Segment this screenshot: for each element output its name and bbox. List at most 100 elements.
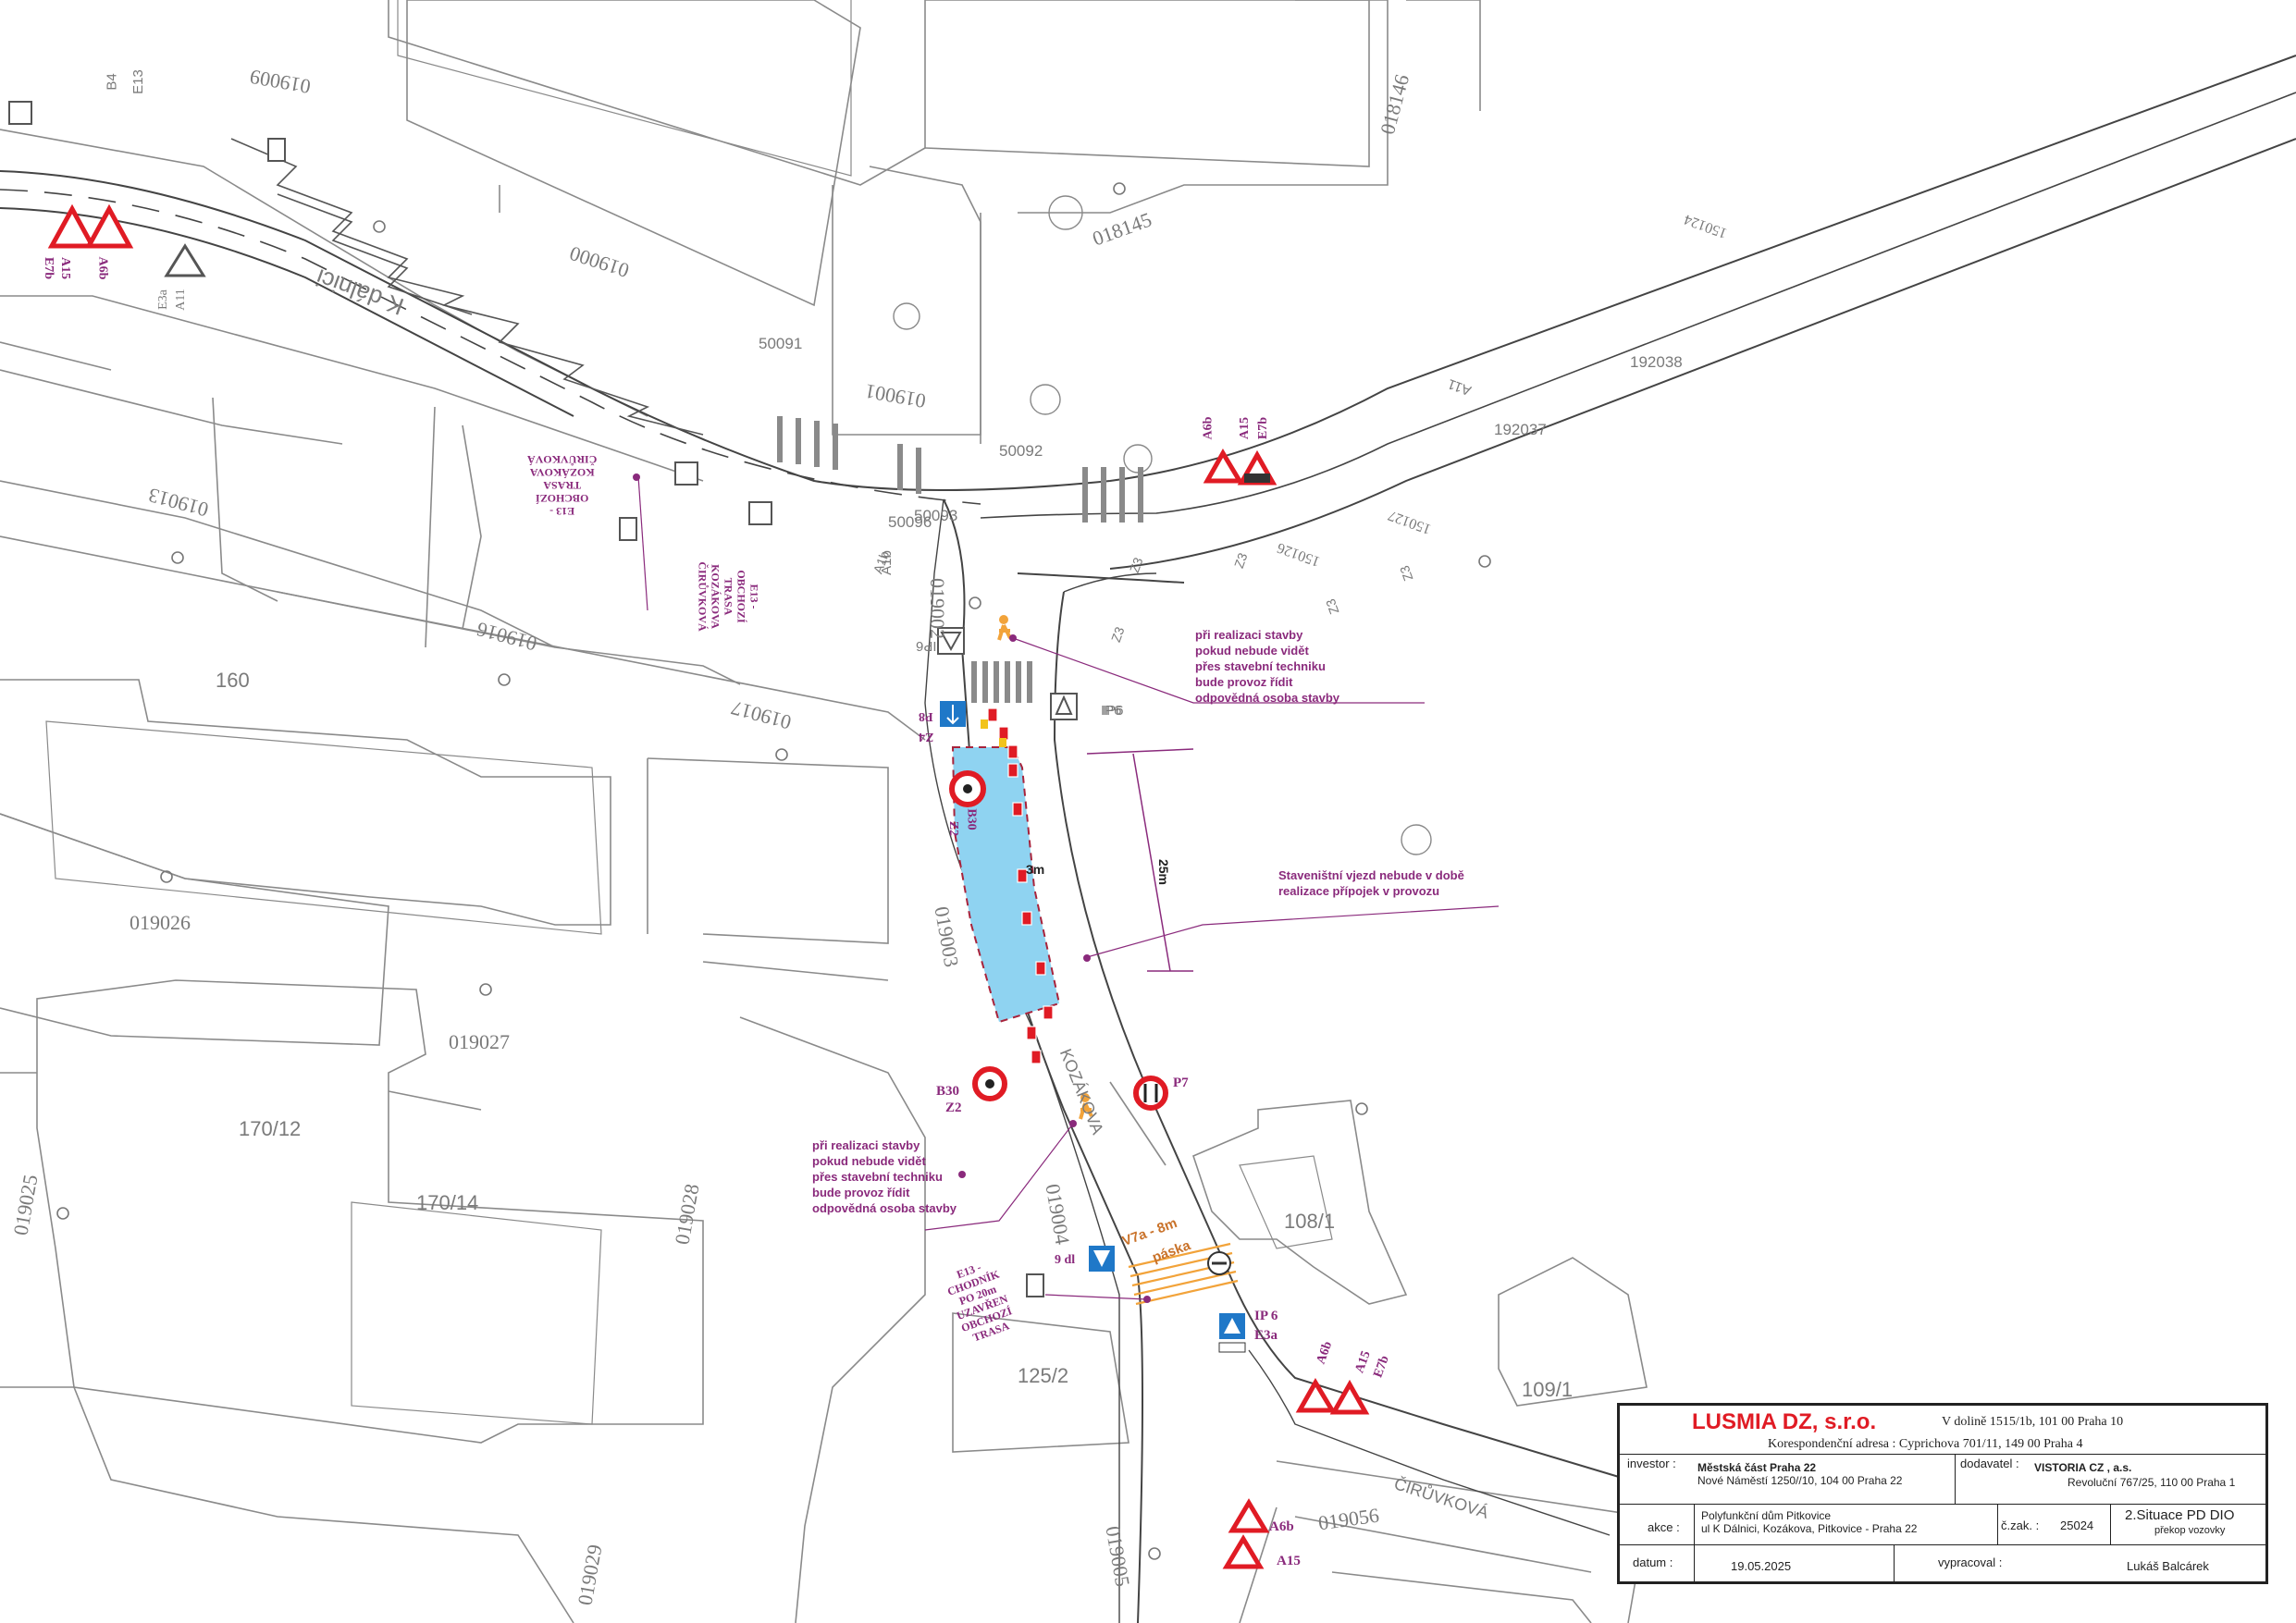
sign-label: A6b [95,256,110,280]
sign-label: Z4 [919,730,934,744]
drawing-subtitle: překop vozovky [2154,1525,2226,1536]
road-edge [980,92,2296,519]
pole-code: E13 [130,69,146,94]
building-outline [1192,1100,1408,1305]
parcel-outline [924,0,1370,167]
lamp-symbol [498,673,511,686]
parcel-outline [739,1016,926,1623]
road-centerline [0,189,981,505]
action-line1: Polyfunkční dům Pitkovice [1701,1509,1832,1522]
building-label: 170/14 [416,1191,479,1214]
building-label: 170/12 [239,1117,302,1140]
sign-ip6-blue-right [1218,1313,1246,1353]
parcel-outline [702,961,889,981]
parcel-outline [425,406,436,648]
order-label: č.zak. : [2001,1518,2040,1532]
lamp-symbol [479,983,492,996]
building-outline [0,679,611,926]
parcel-outline [869,166,981,444]
sign-a11-top-left [164,243,206,277]
sign-ip6-grey [1050,693,1078,720]
sign-b30-upper [949,770,986,807]
order-number: 25024 [2060,1518,2094,1532]
lamp-symbol [171,551,184,564]
parcel-outline [462,424,482,630]
sign-label: A15 [1277,1554,1301,1568]
dimension-width: 3m [1026,862,1045,877]
parcel-outline [0,369,343,445]
parcel-outline [1109,1081,1167,1166]
lamp-symbol [1478,555,1491,568]
parcel-label: 019027 [449,1030,510,1053]
building-outline [351,1201,602,1425]
investor-label: investor : [1627,1457,1676,1470]
company-address: V dolině 1515/1b, 101 00 Praha 10 [1942,1415,2124,1429]
sign-label: IP6 [1103,703,1124,719]
leader-line [1044,1294,1148,1300]
sign-p8 [940,701,966,727]
parcel-outline [1294,1516,1592,1573]
leader-line [1086,905,1500,958]
road-edge [1248,1349,1611,1536]
road-edge [1109,138,2296,570]
action-line2: ul K Dálnici, Kozákova, Pitkovice - Prah… [1701,1522,1918,1535]
parcel-outline [0,341,112,371]
road-edge [924,498,1120,1623]
worker-icon-bottom [1079,1093,1093,1120]
sign-label: E7b [1256,416,1271,440]
sign-label: 9 dl [1055,1253,1076,1267]
point-label: 50096 [888,513,932,531]
point-label: 192038 [1630,353,1683,371]
parcel-label: 019002 [926,578,949,639]
sign-grey [674,461,698,486]
parcel-outline [0,1386,574,1623]
sign-round [1207,1251,1231,1275]
correspondence-address: Korespondenční adresa : Cyprichova 701/1… [1768,1437,2083,1451]
parcel-outline [388,1090,482,1111]
point-label: 192037 [1494,421,1547,438]
lamp-symbol [1113,182,1126,195]
lamp-symbol [373,220,386,233]
pole-code: IP6 [1101,703,1122,719]
road-edge [0,207,574,417]
sign-ip6-blue-lower [1089,1246,1115,1272]
supplier-label: dodavatel : [1960,1457,2019,1470]
lamp-symbol [775,748,788,761]
leader-line [924,1123,1074,1231]
parcel-outline [388,0,926,186]
tree-symbol [1030,384,1061,415]
tree-symbol [1123,444,1153,473]
drawn-by-label: vypracoval : [1938,1555,2003,1569]
sign-label: IP 6 [1254,1309,1278,1323]
tree-symbol [893,302,920,330]
sign-label: Z2 [945,1100,962,1115]
supplier-name: VISTORIA CZ , a.s. [2034,1461,2132,1474]
sign-label: B30 [964,808,979,830]
building-outline [0,813,389,1046]
sign-grey [267,138,286,162]
sign-label: E3a [155,289,170,310]
point-label: 50091 [759,335,803,352]
sign-label: A11 [173,289,188,311]
sign-a6b-a15-right [1203,449,1278,486]
building-label: 160 [216,669,250,692]
lamp-symbol [160,870,173,883]
leader-line [637,475,648,611]
lamp-symbol [969,596,981,609]
parcel-label: 019026 [130,911,191,934]
building-label: 108/1 [1284,1210,1336,1233]
sign-grey [748,501,772,525]
railing [277,193,473,315]
building-outline [36,979,704,1444]
drawing-title: 2.Situace PD DIO [2125,1507,2235,1523]
building-outline [952,1312,1129,1453]
drawn-by-value: Lukáš Balcárek [2127,1559,2209,1573]
building-label: 109/1 [1522,1378,1574,1401]
sign-grey [8,101,32,125]
supplier-address: Revoluční 767/25, 110 00 Praha 1 [2068,1476,2236,1489]
